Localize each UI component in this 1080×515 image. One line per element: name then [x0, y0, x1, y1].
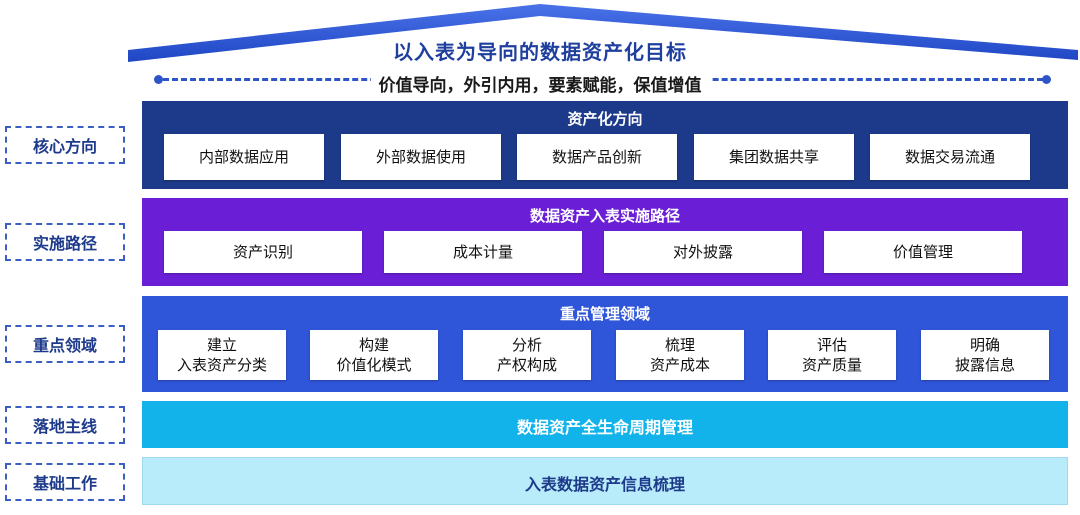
domain-card-line: 构建 [358, 336, 389, 354]
band-mainline-title: 数据资产全生命周期管理 [516, 418, 693, 437]
line-left-dot [154, 75, 163, 84]
band-direction: 资产化方向 内部数据应用 外部数据使用 数据产品创新 集团数据共享 数据交易流通 [142, 101, 1068, 189]
domain-card-line: 分析 [511, 336, 542, 354]
domain-card-line: 建立 [206, 336, 237, 354]
band-mainline: 数据资产全生命周期管理 [142, 401, 1068, 448]
band-path-title: 数据资产入表实施路径 [529, 207, 680, 225]
principle-row: 价值导向，外引内用，要素赋能，保值增值 [0, 71, 1080, 96]
direction-card: 数据交易流通 [870, 134, 1030, 180]
domain-card-line: 入表资产分类 [176, 356, 267, 374]
domain-card-line: 披露信息 [954, 356, 1015, 374]
side-label-foundation: 基础工作 [5, 463, 125, 501]
domain-card: 分析 产权构成 [463, 330, 591, 380]
goal-title: 以入表为导向的数据资产化目标 [393, 40, 687, 64]
principle-text: 价值导向，外引内用，要素赋能，保值增值 [370, 71, 710, 96]
band-domains: 重点管理领域 建立 入表资产分类 构建 价值化模式 分析 产权构成 梳理 资产成… [142, 296, 1068, 392]
path-card: 成本计量 [384, 231, 582, 273]
side-label-core-direction: 核心方向 [5, 126, 125, 164]
domain-card-line: 资产成本 [649, 356, 710, 374]
domain-card: 梳理 资产成本 [616, 330, 744, 380]
domain-card: 评估 资产质量 [768, 330, 896, 380]
band-path: 数据资产入表实施路径 资产识别 成本计量 对外披露 价值管理 [142, 198, 1068, 286]
domain-card-line: 明确 [969, 336, 1000, 354]
domain-card-line: 评估 [816, 336, 847, 354]
line-right-dot [1042, 75, 1051, 84]
domain-card-line: 价值化模式 [336, 356, 412, 374]
path-card: 资产识别 [164, 231, 362, 273]
domain-card-line: 产权构成 [496, 356, 557, 374]
direction-card: 内部数据应用 [164, 134, 324, 180]
side-label-implementation-path: 实施路径 [5, 223, 125, 261]
direction-card: 外部数据使用 [341, 134, 501, 180]
domain-card: 建立 入表资产分类 [158, 330, 286, 380]
domain-card: 构建 价值化模式 [310, 330, 438, 380]
path-card: 价值管理 [824, 231, 1022, 273]
band-domains-title: 重点管理领域 [559, 305, 650, 323]
domain-card: 明确 披露信息 [921, 330, 1049, 380]
band-foundation: 入表数据资产信息梳理 [142, 457, 1068, 505]
side-label-mainline: 落地主线 [5, 406, 125, 444]
domain-card-line: 梳理 [664, 336, 695, 354]
band-foundation-title: 入表数据资产信息梳理 [524, 475, 685, 494]
direction-card: 集团数据共享 [694, 134, 854, 180]
domain-card-line: 资产质量 [801, 356, 862, 374]
side-label-key-domains: 重点领域 [5, 325, 125, 363]
path-card: 对外披露 [604, 231, 802, 273]
band-direction-title: 资产化方向 [567, 110, 643, 128]
roof-shape [128, 4, 1078, 62]
direction-card: 数据产品创新 [517, 134, 677, 180]
